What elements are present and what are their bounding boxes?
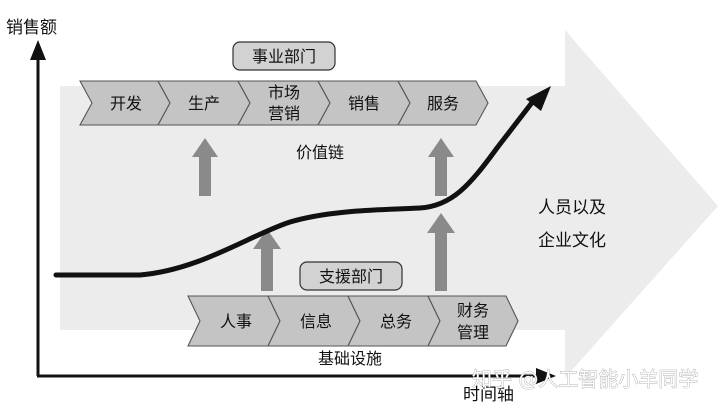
x-axis-arrowhead (536, 368, 556, 384)
support-chevrons (187, 295, 519, 347)
up-arrow-right-upper (428, 138, 454, 196)
step-label-develop: 开发 (110, 94, 142, 113)
culture-text-line2: 企业文化 (538, 231, 606, 251)
x-axis-label: 时间轴 (463, 385, 514, 405)
sales-growth-curve (53, 97, 537, 278)
business-step-labels: 开发 生产 市场 营销 销售 服务 (110, 83, 459, 123)
sales-curve-arrowhead (526, 86, 551, 111)
step-label-sales: 销售 (348, 94, 380, 113)
up-arrow-right-lower (427, 213, 455, 291)
business-dept-label-box (232, 41, 336, 71)
culture-text-line1: 人员以及 (538, 198, 606, 218)
support-label-finance-line2: 管理 (457, 323, 489, 342)
value-chain-caption: 价值链 (296, 143, 344, 162)
chevron-step-5 (397, 80, 489, 126)
support-label-hr: 人事 (220, 312, 252, 331)
y-axis-label: 销售额 (6, 18, 57, 38)
y-axis-arrowhead (30, 40, 46, 60)
support-label-admin: 总务 (380, 312, 412, 331)
support-step-labels: 人事 信息 总务 财务 管理 (220, 301, 489, 342)
support-chevron-4 (427, 295, 519, 347)
step-label-marketing-line2: 营销 (268, 104, 300, 123)
up-arrow-left-lower (253, 229, 281, 291)
support-label-finance-line1: 财务 (457, 301, 489, 320)
step-label-production: 生产 (188, 94, 220, 113)
infrastructure-caption: 基础设施 (318, 349, 382, 368)
step-label-marketing-line1: 市场 (268, 83, 300, 102)
watermark-text: 知乎 @人工智能小羊同学 (472, 367, 698, 391)
support-dept-label-box (299, 261, 403, 291)
up-arrow-left-upper (192, 138, 218, 196)
business-dept-label: 事业部门 (252, 47, 316, 66)
step-label-service: 服务 (427, 94, 459, 113)
business-chevrons (79, 80, 489, 126)
support-label-it: 信息 (300, 312, 332, 331)
support-dept-label: 支援部门 (319, 267, 383, 286)
